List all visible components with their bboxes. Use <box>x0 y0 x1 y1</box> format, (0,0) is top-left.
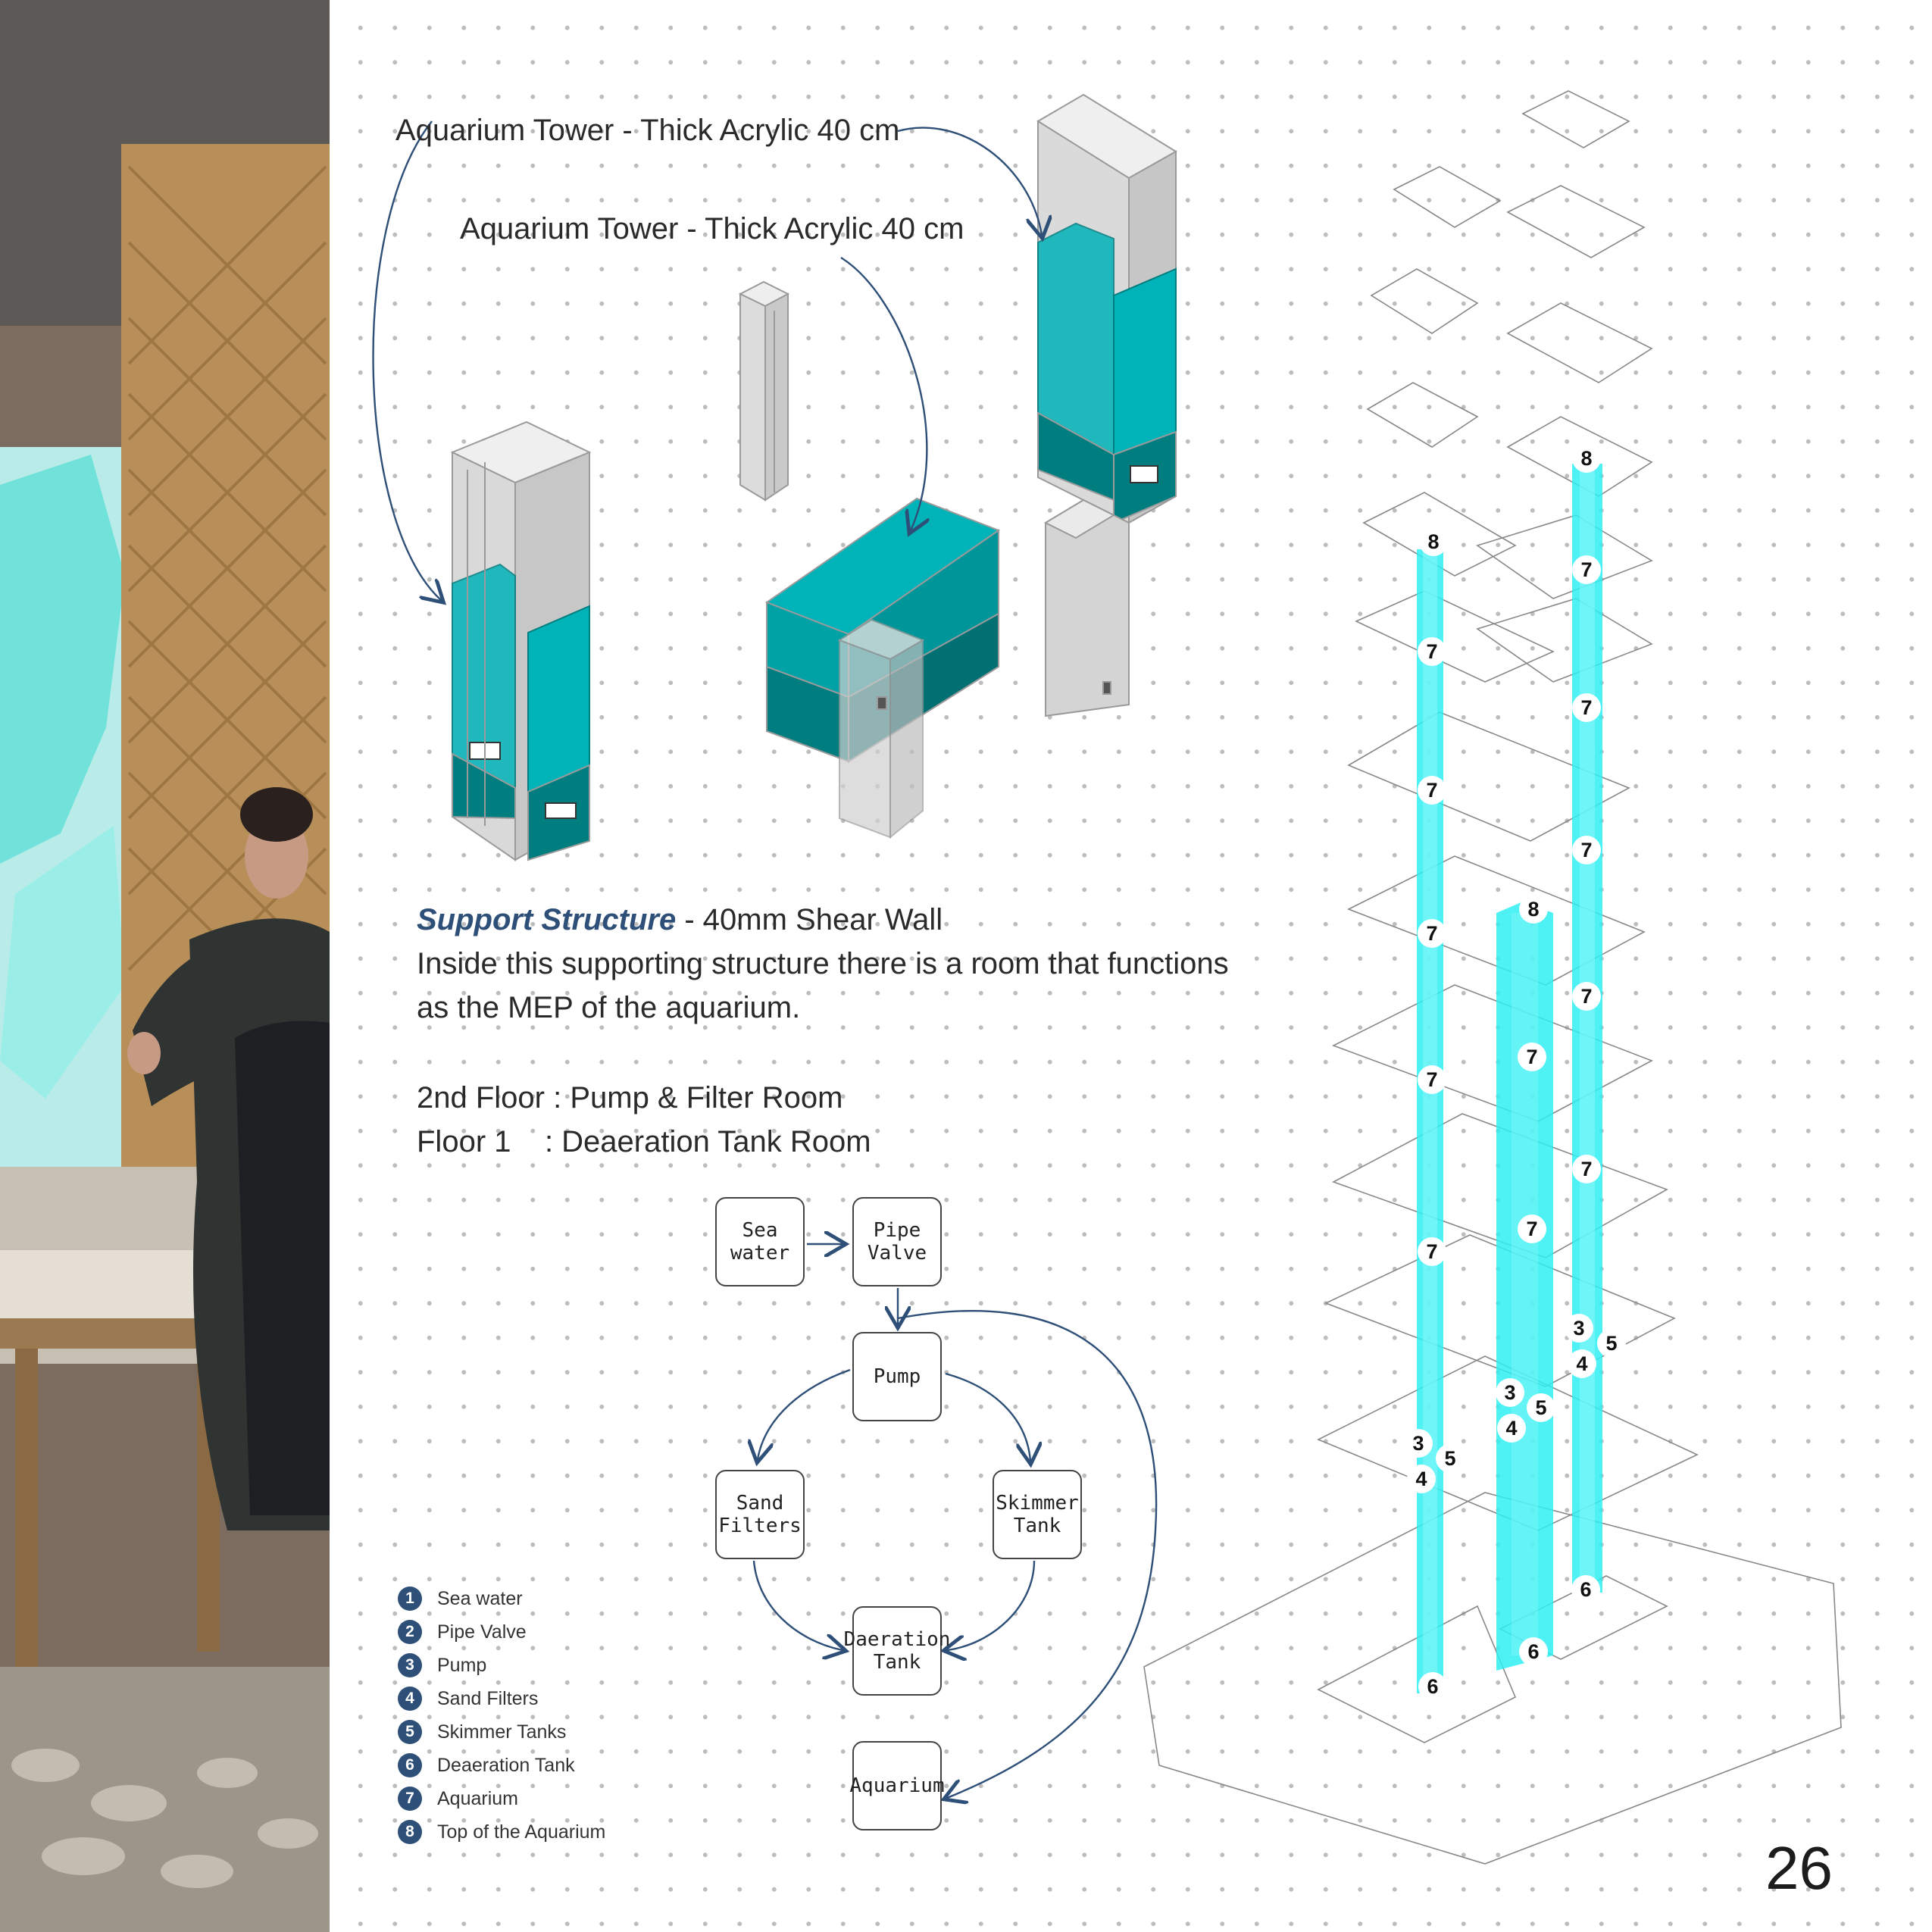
svg-text:8: 8 <box>1580 447 1592 470</box>
svg-text:7: 7 <box>1580 1158 1592 1180</box>
tower-label-1: Aquarium Tower - Thick Acrylic 40 cm <box>395 114 899 148</box>
svg-text:3: 3 <box>1412 1432 1424 1455</box>
svg-text:7: 7 <box>1426 779 1437 802</box>
floor-line-1: 2nd Floor : Pump & Filter Room <box>417 1076 871 1120</box>
flow-pipe-valve: Pipe Valve <box>852 1197 942 1286</box>
svg-text:4: 4 <box>1576 1352 1587 1375</box>
flow-sand-filters: Sand Filters <box>715 1470 805 1559</box>
svg-text:5: 5 <box>1444 1447 1455 1470</box>
svg-text:7: 7 <box>1426 1068 1437 1091</box>
svg-text:3: 3 <box>1573 1317 1584 1340</box>
svg-text:5: 5 <box>1535 1396 1546 1419</box>
support-body-line-1: Inside this supporting structure there i… <box>417 942 1250 986</box>
svg-text:7: 7 <box>1426 1240 1437 1263</box>
svg-text:7: 7 <box>1580 696 1592 719</box>
svg-text:5: 5 <box>1605 1332 1617 1355</box>
svg-text:6: 6 <box>1580 1578 1591 1601</box>
floor-line-2: Floor 1 : Deaeration Tank Room <box>417 1120 871 1164</box>
flow-aquarium: Aquarium <box>852 1741 942 1830</box>
svg-text:7: 7 <box>1426 922 1437 945</box>
support-heading-suffix: - 40mm Shear Wall <box>676 903 943 936</box>
svg-text:6: 6 <box>1527 1640 1539 1663</box>
support-body-line-2: as the MEP of the aquarium. <box>417 986 1250 1030</box>
svg-text:7: 7 <box>1580 839 1592 861</box>
flow-sea-water: Sea water <box>715 1197 805 1286</box>
floor-list: 2nd Floor : Pump & Filter Room Floor 1 :… <box>417 1076 871 1164</box>
svg-text:7: 7 <box>1526 1046 1537 1068</box>
svg-text:4: 4 <box>1505 1417 1517 1440</box>
svg-text:8: 8 <box>1427 530 1439 553</box>
svg-text:7: 7 <box>1526 1218 1537 1240</box>
page-number: 26 <box>1765 1834 1833 1903</box>
support-heading: Support Structure <box>417 903 676 936</box>
svg-text:7: 7 <box>1580 558 1592 581</box>
svg-text:4: 4 <box>1415 1468 1427 1490</box>
tower-label-2: Aquarium Tower - Thick Acrylic 40 cm <box>460 212 964 246</box>
support-structure-text: Support Structure - 40mm Shear Wall Insi… <box>417 898 1250 1030</box>
flow-pump: Pump <box>852 1332 942 1421</box>
svg-text:3: 3 <box>1504 1381 1515 1404</box>
svg-text:6: 6 <box>1427 1675 1438 1698</box>
svg-text:7: 7 <box>1426 640 1437 663</box>
flow-skimmer-tank: Skimmer Tank <box>993 1470 1082 1559</box>
svg-text:7: 7 <box>1580 985 1592 1008</box>
flow-daeration-tank: Daeration Tank <box>852 1606 942 1696</box>
svg-text:8: 8 <box>1527 898 1539 921</box>
